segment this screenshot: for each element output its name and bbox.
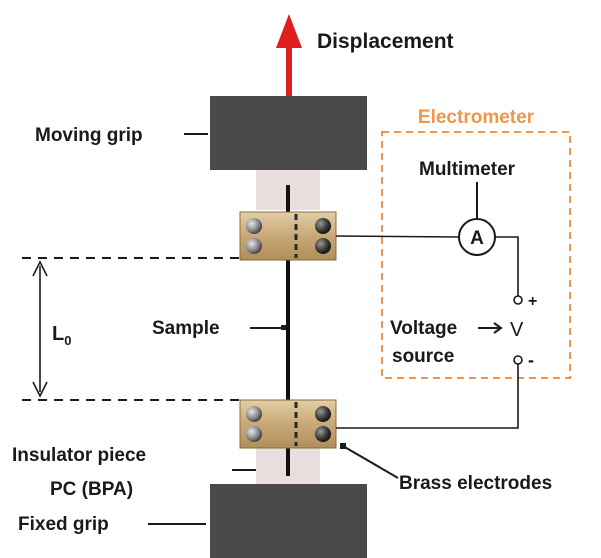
displacement-label: Displacement (317, 30, 454, 53)
screw-icon (315, 218, 331, 234)
electrometer-label: Electrometer (418, 107, 535, 128)
insulator-label-line2: PC (BPA) (50, 479, 133, 500)
positive-terminal (513, 295, 523, 305)
plus-sign: + (528, 293, 537, 310)
minus-sign: - (528, 350, 534, 370)
sample-label: Sample (152, 318, 220, 339)
fixed-grip-label: Fixed grip (18, 514, 109, 535)
screw-icon (246, 426, 262, 442)
screw-icon (315, 406, 331, 422)
brass-electrodes-leader (342, 445, 399, 479)
displacement-arrow (276, 14, 302, 98)
screw-icon (246, 218, 262, 234)
source-label: source (392, 346, 454, 367)
screw-icon (246, 238, 262, 254)
screw-icon (246, 406, 262, 422)
moving-grip (210, 96, 367, 170)
circuit-wiring (335, 235, 519, 429)
multimeter-label: Multimeter (419, 159, 516, 180)
negative-terminal (513, 355, 523, 365)
electrometer-box (381, 131, 571, 379)
moving-grip-label: Moving grip (35, 125, 143, 146)
v-symbol: V (510, 319, 524, 341)
gauge-length-indicator (22, 257, 240, 401)
lower-brass-electrode (239, 399, 337, 449)
brass-electrodes-label: Brass electrodes (399, 473, 552, 494)
l0-label: L0 (52, 323, 71, 348)
insulator-label-line1: Insulator piece (12, 445, 146, 466)
screw-icon (315, 426, 331, 442)
voltage-label: Voltage (390, 318, 457, 339)
fixed-grip (210, 484, 367, 558)
ammeter-symbol: A (470, 228, 484, 249)
upper-brass-electrode (239, 211, 337, 261)
screw-icon (315, 238, 331, 254)
